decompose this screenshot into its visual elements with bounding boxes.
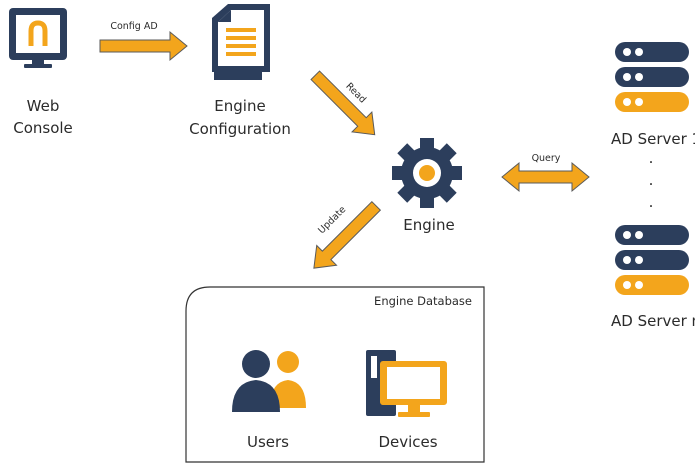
web-console-label-line1: Web	[27, 97, 60, 115]
users-node: Users	[232, 350, 306, 451]
engine-database-title: Engine Database	[374, 294, 472, 308]
ellipsis-dot-2: .	[649, 171, 654, 189]
engine-database-container: Engine Database Users Devices	[185, 286, 485, 463]
web-console-node: Web Console	[9, 8, 73, 137]
config-ad-arrow: Config AD	[99, 21, 188, 62]
ad-server-1-node: AD Server 1	[611, 42, 695, 148]
server-ellipsis: . . .	[649, 149, 654, 211]
ellipsis-dot-1: .	[649, 149, 654, 167]
ad-server-n-node: AD Server n	[611, 225, 695, 330]
gear-icon	[392, 138, 462, 208]
update-arrow: Update	[313, 200, 382, 269]
users-icon	[232, 350, 306, 412]
devices-node: Devices	[366, 350, 447, 451]
document-stack-icon	[212, 4, 270, 80]
engine-node: Engine	[392, 138, 462, 234]
read-arrow: Read	[310, 70, 376, 136]
engine-config-label-line1: Engine	[214, 97, 265, 115]
config-ad-label: Config AD	[110, 21, 157, 32]
engine-configuration-node: Engine Configuration	[189, 4, 291, 138]
devices-icon	[366, 350, 447, 417]
engine-label: Engine	[403, 216, 454, 234]
web-console-label-line2: Console	[13, 119, 73, 137]
engine-config-label-line2: Configuration	[189, 120, 291, 138]
server-stack-icon	[615, 42, 689, 112]
query-label: Query	[532, 153, 561, 164]
monitor-icon	[9, 8, 67, 68]
ellipsis-dot-3: .	[649, 193, 654, 211]
query-arrow: Query	[501, 153, 590, 193]
ad-server-1-label: AD Server 1	[611, 130, 695, 148]
users-label: Users	[247, 433, 289, 451]
devices-label: Devices	[378, 433, 437, 451]
ad-server-n-label: AD Server n	[611, 312, 695, 330]
server-stack-icon	[615, 225, 689, 295]
